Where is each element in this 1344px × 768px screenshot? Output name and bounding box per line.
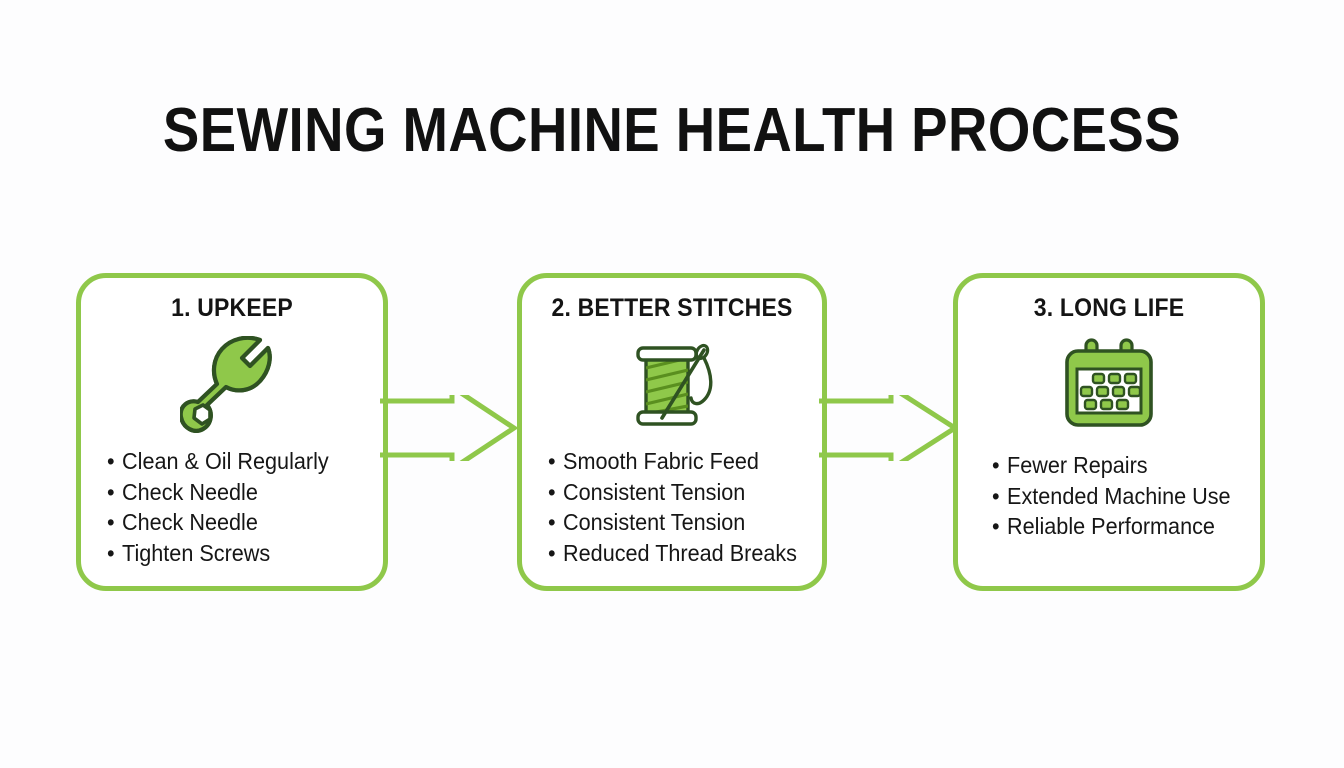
list-item: Smooth Fabric Feed: [548, 446, 796, 477]
process-step-card-3: 3. LONG LIFE: [953, 273, 1265, 591]
process-step-card-1: 1. UPKEEP Clean & Oil Regularly Check Ne…: [76, 273, 388, 591]
list-item: Check Needle: [107, 507, 357, 538]
wrench-icon: [178, 335, 284, 436]
card-3-title: 3. LONG LIFE: [1033, 294, 1185, 322]
card-3-bullet-list: Fewer Repairs Extended Machine Use Relia…: [992, 450, 1250, 542]
card-1-bullet-list: Clean & Oil Regularly Check Needle Check…: [107, 446, 373, 568]
list-item: Fewer Repairs: [992, 450, 1235, 481]
arrow-step1-to-step2: [380, 382, 520, 474]
list-item: Extended Machine Use: [992, 481, 1235, 512]
arrow-step2-to-step3: [819, 382, 961, 474]
page-title: SEWING MACHINE HEALTH PROCESS: [162, 96, 1182, 165]
list-item: Reliable Performance: [992, 511, 1235, 542]
card-2-title: 2. BETTER STITCHES: [551, 294, 793, 322]
process-step-card-2: 2. BETTER STITCHES: [517, 273, 827, 591]
list-item: Clean & Oil Regularly: [107, 446, 357, 477]
thread-spool-icon: [620, 336, 724, 436]
list-item: Consistent Tension: [548, 477, 796, 508]
list-item: Reduced Thread Breaks: [548, 538, 797, 569]
list-item: Tighten Screws: [107, 538, 357, 569]
card-1-title: 1. UPKEEP: [171, 294, 293, 322]
card-2-bullet-list: Smooth Fabric Feed Consistent Tension Co…: [548, 446, 812, 568]
list-item: Check Needle: [107, 477, 357, 508]
calendar-icon: [1060, 338, 1158, 432]
list-item: Consistent Tension: [548, 507, 796, 538]
